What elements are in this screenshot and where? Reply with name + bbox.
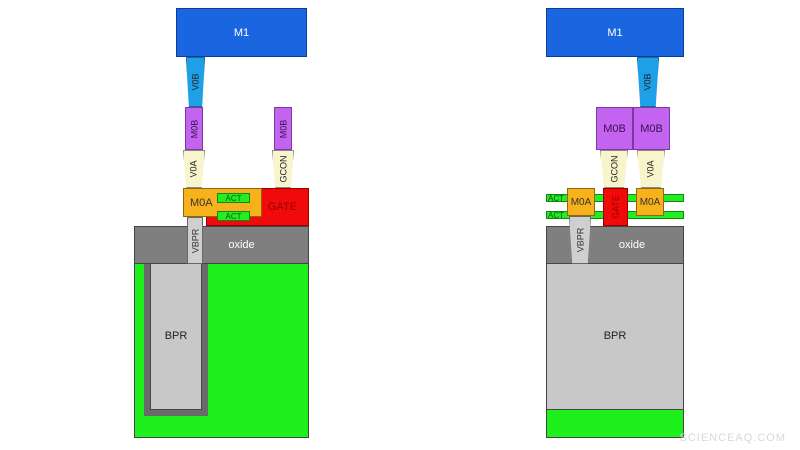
left-act-bottom: ACT (217, 211, 250, 221)
right-m0a-1: M0A (567, 188, 595, 216)
right-gcon: GCON (600, 150, 628, 188)
right-v0b: V0B (637, 57, 659, 107)
left-v0a: V0A (183, 150, 205, 188)
right-m0a-2: M0A (636, 188, 664, 216)
left-oxide: oxide (134, 226, 309, 264)
right-gate: GATE (603, 188, 628, 226)
left-vbpr: VBPR (187, 217, 203, 264)
left-act-top: ACT (217, 193, 250, 203)
right-m0b-2: M0B (633, 107, 670, 150)
right-substrate (546, 408, 684, 438)
right-m0b-1: M0B (596, 107, 633, 150)
right-v0a: V0A (637, 150, 665, 188)
right-vbpr: VBPR (569, 216, 591, 264)
right-oxide: oxide (546, 226, 684, 264)
watermark: SCIENCEAQ.COM (679, 432, 786, 444)
left-v0b: V0B (186, 57, 205, 107)
left-m0b-1: M0B (185, 107, 203, 150)
right-bpr: BPR (546, 262, 684, 410)
right-m1: M1 (546, 8, 684, 57)
left-m0b-2: M0B (274, 107, 292, 150)
left-bpr: BPR (150, 262, 202, 410)
left-gcon: GCON (272, 150, 294, 188)
left-m1: M1 (176, 8, 307, 57)
